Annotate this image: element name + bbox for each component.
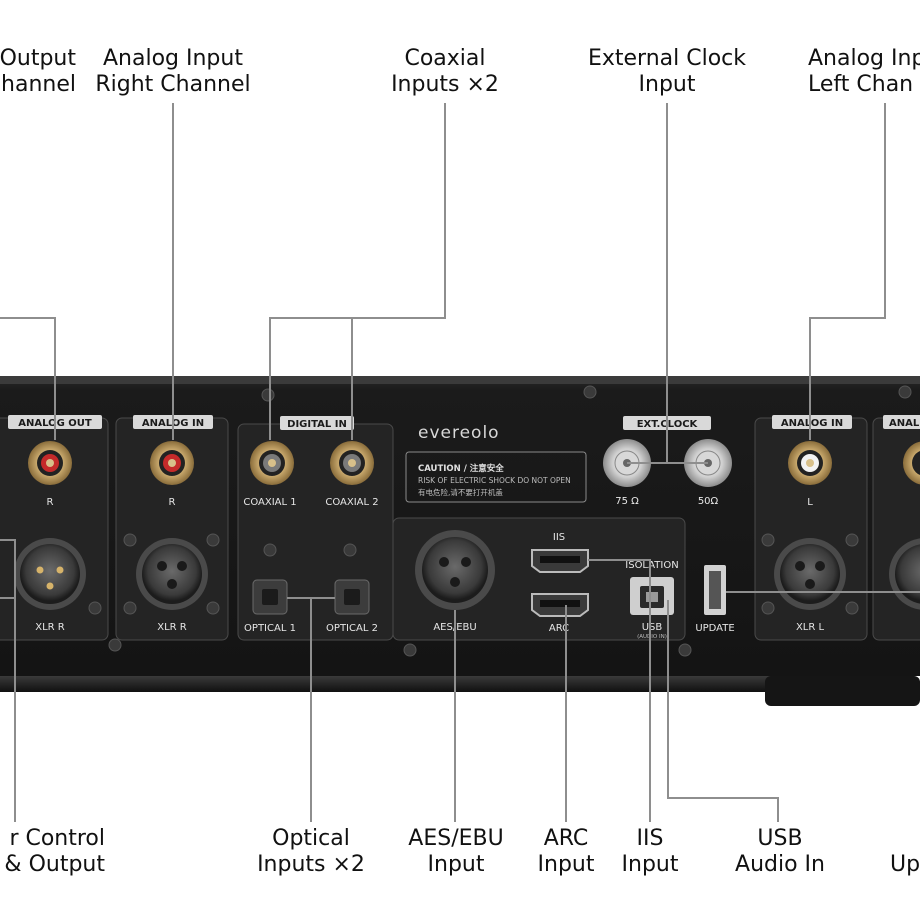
callout-analog-in-r: Analog Input Right Channel bbox=[88, 46, 258, 98]
callout-ext-clock: External Clock Input bbox=[577, 46, 757, 98]
callout-analog-out-r-line1: Output bbox=[0, 46, 76, 72]
callout-update-line1 bbox=[890, 826, 920, 852]
caution-line2: 有电危险,请不要打开机盖 bbox=[418, 487, 503, 497]
label-iis-port: IIS bbox=[553, 532, 565, 543]
xlr-aes-ebu[interactable] bbox=[415, 530, 495, 610]
label-xlr-r-out: XLR R bbox=[35, 622, 65, 633]
callout-usb-line2: Audio In bbox=[726, 852, 834, 878]
arc-hdmi-port[interactable] bbox=[532, 594, 588, 616]
update-usb-a-port[interactable] bbox=[704, 565, 726, 615]
label-update: UPDATE bbox=[695, 623, 734, 634]
callout-arc: ARC Input bbox=[531, 826, 601, 878]
caution-line1: RISK OF ELECTRIC SHOCK DO NOT OPEN bbox=[418, 476, 571, 485]
rca-analog-out-r[interactable] bbox=[28, 441, 72, 485]
label-r-out: R bbox=[47, 497, 54, 508]
callout-aes: AES/EBU Input bbox=[400, 826, 512, 878]
callout-analog-in-l-line1: Analog Inp bbox=[808, 46, 920, 72]
optical-2-port[interactable] bbox=[335, 580, 369, 614]
callout-usb: USB Audio In bbox=[726, 826, 834, 878]
callout-iis-line1: IIS bbox=[615, 826, 685, 852]
callout-iis: IIS Input bbox=[615, 826, 685, 878]
xlr-out-r[interactable] bbox=[14, 538, 86, 610]
label-l-in: L bbox=[807, 497, 813, 508]
digital-in-header-text: DIGITAL IN bbox=[287, 419, 347, 430]
xlr-in-l[interactable] bbox=[774, 538, 846, 610]
callout-aes-line1: AES/EBU bbox=[400, 826, 512, 852]
callout-ext-clock-line2: Input bbox=[577, 72, 757, 98]
analog-out-left-header-text: ANAL bbox=[889, 418, 920, 429]
label-isolation: ISOLATION bbox=[625, 560, 678, 571]
callout-analog-in-r-line1: Analog Input bbox=[88, 46, 258, 72]
brand-logo: evereolo bbox=[418, 423, 500, 443]
callout-control: r Control & Output bbox=[0, 826, 105, 878]
label-optical-1: OPTICAL 1 bbox=[244, 623, 296, 634]
callout-arc-line1: ARC bbox=[531, 826, 601, 852]
callout-coaxial-line1: Coaxial bbox=[380, 46, 510, 72]
label-75-ohm: 75 Ω bbox=[615, 496, 639, 507]
rca-analog-in-l[interactable] bbox=[788, 441, 832, 485]
analog-in-left-header-text: ANALOG IN bbox=[781, 418, 843, 429]
callout-optical: Optical Inputs ×2 bbox=[250, 826, 372, 878]
callout-aes-line2: Input bbox=[400, 852, 512, 878]
callout-control-line1: r Control bbox=[0, 826, 105, 852]
callout-analog-out-r: Output hannel bbox=[0, 46, 76, 98]
label-coaxial-1: COAXIAL 1 bbox=[243, 497, 296, 508]
label-usb: USB bbox=[642, 622, 663, 633]
callout-iis-line2: Input bbox=[615, 852, 685, 878]
chassis-top-edge bbox=[0, 376, 920, 384]
chassis-base bbox=[0, 676, 780, 692]
callout-analog-out-r-line2: hannel bbox=[0, 72, 76, 98]
callout-analog-in-l-line2: Left Chan bbox=[808, 72, 920, 98]
label-optical-2: OPTICAL 2 bbox=[326, 623, 378, 634]
callout-analog-in-l: Analog Inp Left Chan bbox=[808, 46, 920, 98]
optical-1-port[interactable] bbox=[253, 580, 287, 614]
callout-coaxial-line2: Inputs ×2 bbox=[380, 72, 510, 98]
chassis-foot bbox=[765, 676, 920, 706]
xlr-in-r[interactable] bbox=[136, 538, 208, 610]
label-coaxial-2: COAXIAL 2 bbox=[325, 497, 378, 508]
label-xlr-l-in: XLR L bbox=[796, 622, 825, 633]
rca-analog-in-r[interactable] bbox=[150, 441, 194, 485]
callout-update: Up bbox=[890, 826, 920, 878]
label-r-in: R bbox=[169, 497, 176, 508]
iis-hdmi-port[interactable] bbox=[532, 550, 588, 572]
label-50-ohm: 50Ω bbox=[698, 496, 719, 507]
callout-ext-clock-line1: External Clock bbox=[577, 46, 757, 72]
caution-title: CAUTION / 注意安全 bbox=[418, 463, 504, 474]
rca-coaxial-2[interactable] bbox=[330, 441, 374, 485]
callout-arc-line2: Input bbox=[531, 852, 601, 878]
rca-coaxial-1[interactable] bbox=[250, 441, 294, 485]
callout-control-line2: & Output bbox=[0, 852, 105, 878]
label-xlr-r-in: XLR R bbox=[157, 622, 187, 633]
callout-analog-in-r-line2: Right Channel bbox=[88, 72, 258, 98]
callout-coaxial: Coaxial Inputs ×2 bbox=[380, 46, 510, 98]
callout-update-line2: Up bbox=[890, 852, 920, 878]
label-usb-sub: (AUDIO IN) bbox=[637, 634, 667, 640]
callout-optical-line2: Inputs ×2 bbox=[250, 852, 372, 878]
callout-usb-line1: USB bbox=[726, 826, 834, 852]
callout-optical-line1: Optical bbox=[250, 826, 372, 852]
